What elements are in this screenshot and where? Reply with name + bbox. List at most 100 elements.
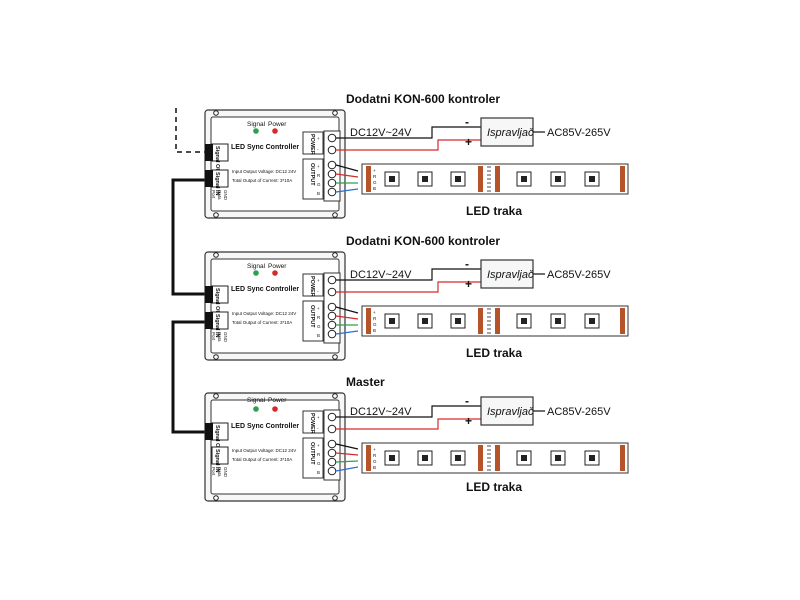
strip-pin-label: + <box>373 168 376 173</box>
power-label: Power <box>268 121 287 128</box>
screw-terminal-icon[interactable] <box>327 187 337 197</box>
screw-terminal-icon[interactable] <box>327 275 337 285</box>
power-label: Power <box>268 397 287 404</box>
strip-pin-label: B <box>373 465 376 470</box>
power-terminal-label: - <box>317 147 319 152</box>
controller-box: Signal Power LED Sync Controller Signal … <box>204 109 346 219</box>
mount-screw-icon <box>332 393 338 399</box>
screw-terminal-icon[interactable] <box>327 302 337 312</box>
controller-name: LED Sync Controller <box>231 144 299 151</box>
power-label: Power <box>268 263 287 270</box>
power-terminal-label: - <box>317 426 319 431</box>
strip-pin-label: G <box>373 322 377 327</box>
output-terminal-label: B <box>317 333 320 338</box>
strip-pin-label: + <box>373 310 376 315</box>
power-terminal-label: + <box>317 278 320 283</box>
output-wires <box>335 443 359 472</box>
strip-pin-label: B <box>373 186 376 191</box>
ac-input-label: AC85V-265V <box>547 127 611 139</box>
minus-sign: - <box>465 115 469 129</box>
power-block <box>302 273 324 297</box>
signal-cable-2-to-3 <box>171 320 205 434</box>
signal-cables <box>171 108 205 434</box>
strip-pin-label: R <box>373 453 377 458</box>
plus-sign: + <box>465 135 472 149</box>
power-supply-box <box>480 117 534 147</box>
unit-1: Dodatni KON-600 kontroler Signal Power L… <box>204 234 629 361</box>
spec-current: Total Output of Current: 3*10A <box>232 178 292 183</box>
screw-terminal-icon[interactable] <box>327 169 337 179</box>
signal-led-icon <box>253 128 259 134</box>
pin-label: Data <box>217 190 222 200</box>
signal-in-label: Signal IN <box>214 172 220 196</box>
signal-jack-icon <box>205 312 213 329</box>
signal-in-port[interactable] <box>211 446 229 465</box>
spec-voltage: Input Output Voltage: DC12 24V <box>232 311 296 316</box>
screw-terminal-icon[interactable] <box>327 178 337 188</box>
screw-terminal-icon[interactable] <box>327 439 337 449</box>
screw-terminal-icon[interactable] <box>327 457 337 467</box>
spec-voltage: Input Output Voltage: DC12 24V <box>232 169 296 174</box>
screw-terminal-icon[interactable] <box>327 311 337 321</box>
spec-current: Total Output of Current: 3*10A <box>232 320 292 325</box>
signal-jack-icon <box>205 423 213 440</box>
signal-out-label: Signal OUT <box>214 146 220 176</box>
output-terminal-label: G <box>317 182 321 187</box>
output-block-label: OUTPUT <box>309 163 315 186</box>
pin-label: GND <box>223 332 228 343</box>
power-led-icon <box>272 128 278 134</box>
screw-terminal-icon[interactable] <box>327 145 337 155</box>
controller-box: Signal Power LED Sync Controller Signal … <box>204 392 346 502</box>
strip-pin-label: R <box>373 174 377 179</box>
pin-label: Data <box>217 467 222 477</box>
screw-terminal-icon[interactable] <box>327 466 337 476</box>
mount-screw-icon <box>213 252 219 258</box>
output-terminal-label: B <box>317 191 320 196</box>
mount-screw-icon <box>213 495 219 501</box>
spec-voltage: Input Output Voltage: DC12 24V <box>232 448 296 453</box>
signal-in-label: Signal IN <box>214 314 220 338</box>
pin-label: Port <box>211 467 216 476</box>
pin-label: GND <box>223 190 228 201</box>
mount-screw-icon <box>332 212 338 218</box>
power-wires <box>336 405 481 430</box>
unit-title: Dodatni KON-600 kontroler <box>346 92 500 106</box>
controller-name: LED Sync Controller <box>231 423 299 430</box>
screw-terminal-icon[interactable] <box>327 133 337 143</box>
screw-terminal-icon[interactable] <box>327 160 337 170</box>
power-led-icon <box>272 270 278 276</box>
mount-screw-icon <box>332 110 338 116</box>
mount-screw-icon <box>332 252 338 258</box>
strip-pin-label: G <box>373 459 377 464</box>
output-terminal-label: + <box>317 164 320 169</box>
screw-terminal-icon[interactable] <box>327 412 337 422</box>
screw-terminal-icon[interactable] <box>327 424 337 434</box>
plus-sign: + <box>465 414 472 428</box>
mount-screw-icon <box>213 110 219 116</box>
power-terminal-label: - <box>317 289 319 294</box>
output-terminal-label: B <box>317 470 320 475</box>
signal-label: Signal <box>247 121 266 128</box>
strip-pin-label: R <box>373 316 377 321</box>
unit-2: Master Signal Power LED Sync Controller … <box>204 375 629 502</box>
signal-in-label: Signal IN <box>214 449 220 473</box>
pin-label: Port <box>211 190 216 199</box>
led-strip: + R G B <box>361 163 629 195</box>
power-block <box>302 410 324 434</box>
screw-terminal-icon[interactable] <box>327 329 337 339</box>
power-block-label: POWER <box>309 276 315 297</box>
output-terminal-label: G <box>317 461 321 466</box>
output-terminal-label: + <box>317 306 320 311</box>
unit-title: Master <box>346 375 385 389</box>
power-led-icon <box>272 406 278 412</box>
controller-name: LED Sync Controller <box>231 286 299 293</box>
signal-cable-upstream <box>175 108 205 153</box>
power-terminal-label: + <box>317 415 320 420</box>
strip-pin-label: B <box>373 328 376 333</box>
screw-terminal-icon[interactable] <box>327 448 337 458</box>
screw-terminal-icon[interactable] <box>327 320 337 330</box>
ac-input-label: AC85V-265V <box>547 406 611 418</box>
screw-terminal-icon[interactable] <box>327 287 337 297</box>
output-block-label: OUTPUT <box>309 305 315 328</box>
